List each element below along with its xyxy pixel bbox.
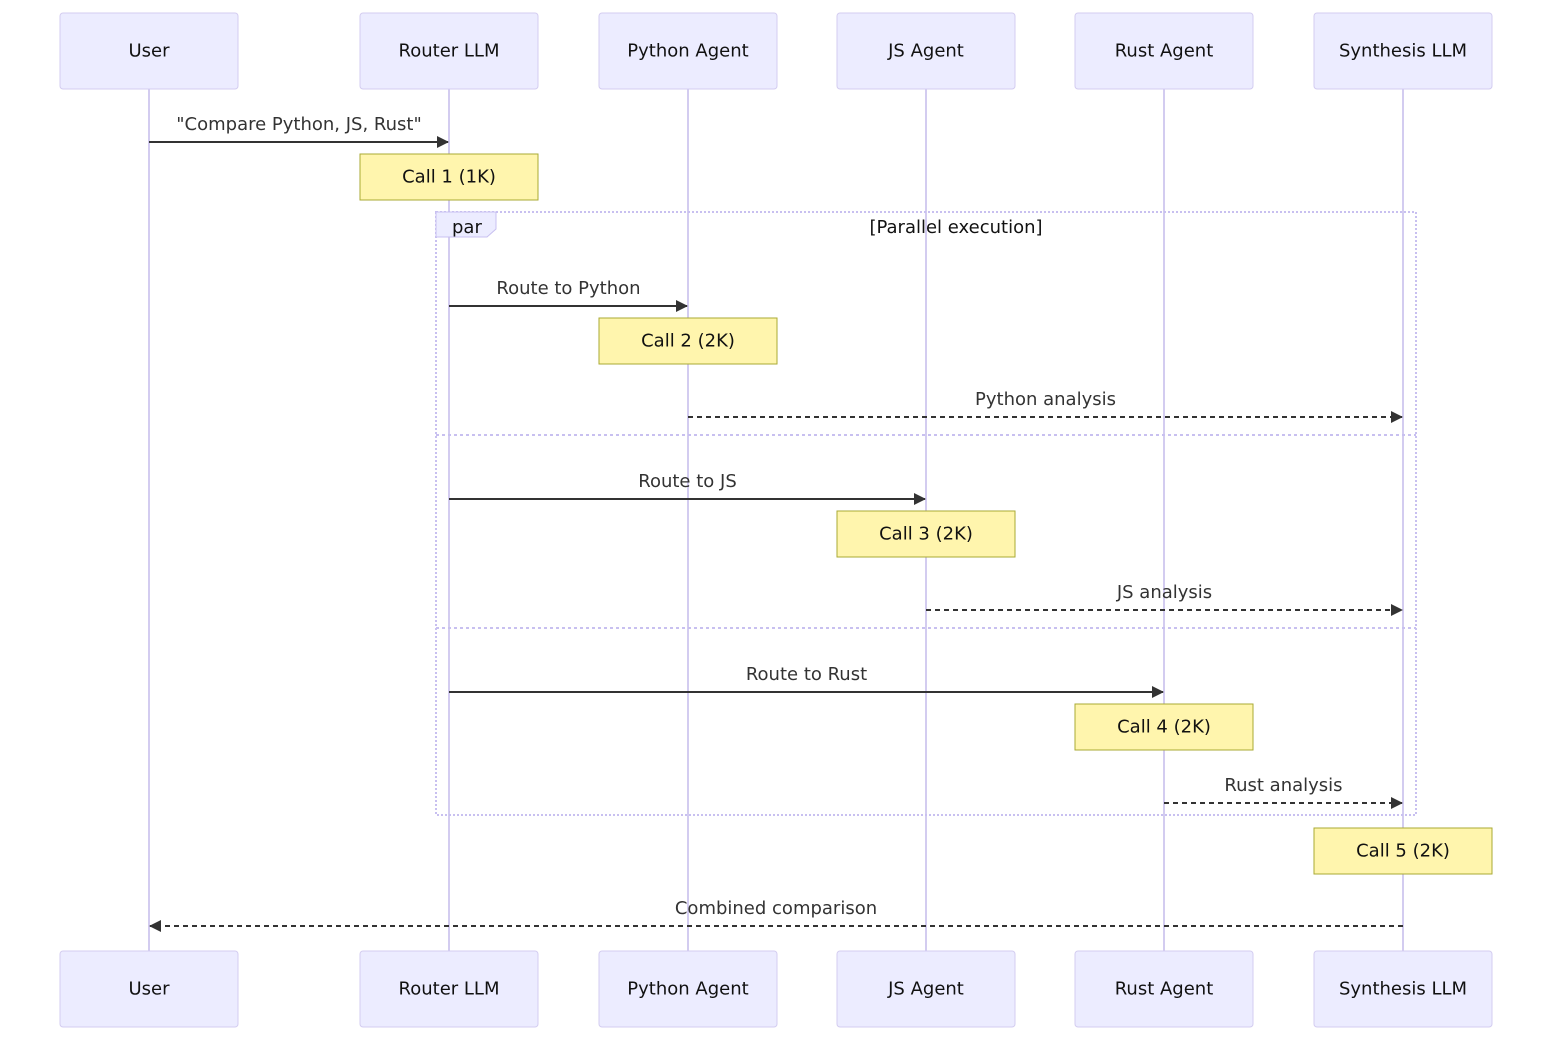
- actor-box: [598, 950, 778, 1028]
- note-label: Call 3 (2K): [879, 524, 973, 545]
- actor-python-top: Python Agent: [598, 12, 778, 90]
- note-box: [359, 153, 539, 201]
- note-n2: Call 2 (2K): [598, 317, 778, 365]
- message-m5: JS analysis: [926, 582, 1403, 616]
- actor-label: User: [128, 41, 170, 62]
- actor-label: Python Agent: [627, 41, 748, 62]
- message-label: "Compare Python, JS, Rust": [176, 114, 422, 135]
- par-keyword: par: [452, 217, 482, 238]
- message-m6: Route to Rust: [449, 664, 1164, 698]
- par-title: [Parallel execution]: [869, 217, 1042, 238]
- actor-box: [836, 12, 1016, 90]
- actor-box: [1313, 950, 1493, 1028]
- note-label: Call 5 (2K): [1356, 841, 1450, 862]
- actor-python-bottom: Python Agent: [598, 950, 778, 1028]
- note-label: Call 1 (1K): [402, 167, 496, 188]
- actor-label: Python Agent: [627, 979, 748, 1000]
- actor-rust-top: Rust Agent: [1074, 12, 1254, 90]
- actor-label: User: [128, 979, 170, 1000]
- message-m8: Combined comparison: [149, 898, 1403, 932]
- actor-router-bottom: Router LLM: [359, 950, 539, 1028]
- actor-box: [1074, 950, 1254, 1028]
- message-m2: Route to Python: [449, 278, 688, 312]
- actor-box: [59, 950, 239, 1028]
- note-n4: Call 4 (2K): [1074, 703, 1254, 751]
- note-box: [598, 317, 778, 365]
- note-n5: Call 5 (2K): [1313, 827, 1493, 875]
- actor-label: Synthesis LLM: [1339, 41, 1467, 62]
- message-label: Combined comparison: [675, 898, 877, 919]
- note-box: [1313, 827, 1493, 875]
- message-label: JS analysis: [1116, 582, 1212, 603]
- par-frame: [435, 211, 1417, 816]
- actor-synthesis-top: Synthesis LLM: [1313, 12, 1493, 90]
- actor-router-top: Router LLM: [359, 12, 539, 90]
- actor-box: [598, 12, 778, 90]
- actor-box: [836, 950, 1016, 1028]
- actor-rust-bottom: Rust Agent: [1074, 950, 1254, 1028]
- message-m4: Route to JS: [449, 471, 926, 505]
- actor-box: [1074, 12, 1254, 90]
- message-label: Python analysis: [975, 389, 1116, 410]
- par-block: par [Parallel execution]: [435, 211, 1417, 816]
- message-label: Route to Python: [496, 278, 640, 299]
- message-label: Route to Rust: [746, 664, 867, 685]
- note-label: Call 2 (2K): [641, 331, 735, 352]
- actor-box: [1313, 12, 1493, 90]
- actor-user-top: User: [59, 12, 239, 90]
- actor-label: Rust Agent: [1115, 41, 1214, 62]
- actor-synthesis-bottom: Synthesis LLM: [1313, 950, 1493, 1028]
- actor-label: Router LLM: [399, 41, 500, 62]
- par-label-box: [435, 211, 497, 238]
- actor-js-top: JS Agent: [836, 12, 1016, 90]
- note-label: Call 4 (2K): [1117, 717, 1211, 738]
- message-m7: Rust analysis: [1164, 775, 1403, 809]
- actor-label: Router LLM: [399, 979, 500, 1000]
- message-label: Rust analysis: [1224, 775, 1342, 796]
- actor-box: [59, 12, 239, 90]
- actor-label: JS Agent: [887, 41, 964, 62]
- note-n3: Call 3 (2K): [836, 510, 1016, 558]
- message-label: Route to JS: [638, 471, 737, 492]
- actor-label: Synthesis LLM: [1339, 979, 1467, 1000]
- message-m1: "Compare Python, JS, Rust": [149, 114, 449, 148]
- actor-box: [359, 950, 539, 1028]
- note-n1: Call 1 (1K): [359, 153, 539, 201]
- actor-user-bottom: User: [59, 950, 239, 1028]
- note-box: [836, 510, 1016, 558]
- note-box: [1074, 703, 1254, 751]
- message-m3: Python analysis: [688, 389, 1403, 423]
- actor-label: Rust Agent: [1115, 979, 1214, 1000]
- actor-label: JS Agent: [887, 979, 964, 1000]
- actor-js-bottom: JS Agent: [836, 950, 1016, 1028]
- actor-box: [359, 12, 539, 90]
